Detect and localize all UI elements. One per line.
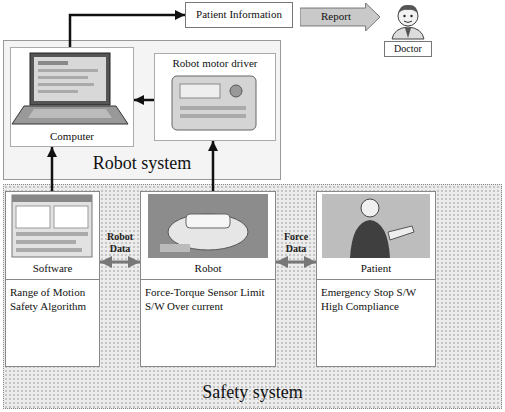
robot-picture (148, 194, 268, 258)
safety-panel: SoftwareRange of Motion Safety Algorithm (5, 191, 100, 367)
flow-arrow (51, 147, 54, 191)
box-label: Computer (50, 130, 94, 143)
flow-arrow (134, 99, 154, 102)
safety-band: Safety system SoftwareRange of Motion Saf… (3, 184, 502, 409)
box-label: Doctor (394, 43, 422, 55)
panel-body: Emergency Stop S/W High Compliance (317, 279, 435, 319)
panel-body: Force-Torque Sensor Limit S/W Over curre… (141, 279, 275, 319)
driver-box: Robot motor driver (154, 53, 276, 141)
report-arrow: Report (300, 3, 380, 31)
doctor-icon (392, 5, 424, 39)
data-arrow (100, 261, 140, 264)
data-arrow (276, 261, 316, 264)
panel-title: Software (33, 262, 73, 275)
panel-title: Patient (361, 262, 392, 275)
box-label: Patient Information (196, 8, 282, 21)
group-title: Safety system (202, 382, 303, 404)
label-holder: Robot Data (100, 231, 140, 254)
laptop-picture (12, 53, 128, 124)
patient-picture (322, 194, 430, 258)
panel-body: Range of Motion Safety Algorithm (6, 279, 99, 319)
computer-box: Computer (10, 47, 134, 147)
panel-title: Robot (195, 262, 222, 275)
doctor-box: Doctor (384, 41, 432, 57)
flow-arrow (212, 141, 215, 191)
group-title: Robot system (93, 153, 192, 175)
motor-driver-picture (172, 76, 256, 130)
info-box: Patient Information (185, 2, 293, 28)
flow-arrow (70, 15, 185, 47)
edge-label: Robot Data (100, 231, 140, 254)
box-label: Robot motor driver (173, 57, 258, 70)
safety-panel: RobotForce-Torque Sensor Limit S/W Over … (140, 191, 276, 367)
arrow-label: Report (321, 10, 351, 23)
safety-panel: PatientEmergency Stop S/W High Complianc… (316, 191, 436, 367)
system-band: Robot system Computer Robot motor driver (3, 40, 281, 180)
label-holder: Force Data (276, 231, 316, 254)
software-screenshot (12, 195, 92, 257)
edge-label: Force Data (276, 231, 316, 254)
